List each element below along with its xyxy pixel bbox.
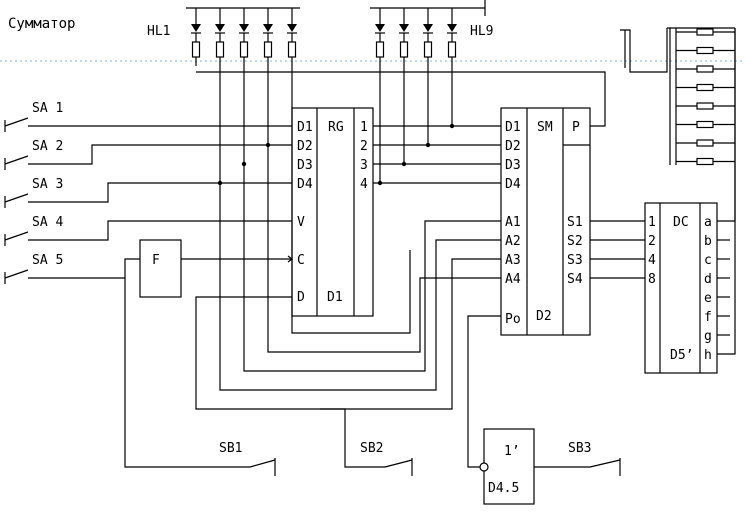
register-out-4: 4 <box>360 177 368 192</box>
adder-in-po: Po <box>505 312 521 327</box>
decoder-in-8: 8 <box>648 272 656 287</box>
switch-label-sa4: SA 4 <box>32 215 63 230</box>
switch-label-sa1: SA 1 <box>32 101 63 116</box>
decoder-in-1: 1 <box>648 215 656 230</box>
register-in-d3: D3 <box>297 158 313 173</box>
switch-label-sa5: SA 5 <box>32 253 63 268</box>
adder-in-a4: A4 <box>505 272 521 287</box>
switch-label-sa2: SA 2 <box>32 139 63 154</box>
decoder-in-4: 4 <box>648 253 656 268</box>
adder-in-d1: D1 <box>505 120 521 135</box>
register-in-v: V <box>297 215 305 230</box>
adder-in-a3: A3 <box>505 253 521 268</box>
register-type: RG <box>328 120 344 135</box>
register-in-d1: D1 <box>297 120 313 135</box>
led-3 <box>239 8 249 66</box>
adder-block: SM D2 P D1 D2 D3 D4 A1 A2 A3 A4 Po S1 S2… <box>500 107 591 336</box>
segment-resistor-3 <box>676 65 735 73</box>
register-out-3: 3 <box>360 158 368 173</box>
adder-in-d4: D4 <box>505 177 521 192</box>
decoder-out-a: a <box>704 215 712 230</box>
decoder-out-e: e <box>704 291 712 306</box>
segment-resistor-2 <box>676 46 735 55</box>
led-5 <box>287 8 297 66</box>
decoder-out-b: b <box>704 234 712 249</box>
adder-in-d3: D3 <box>505 158 521 173</box>
led-7 <box>399 8 409 66</box>
shaper-block: F <box>139 239 293 298</box>
register-out-2: 2 <box>360 139 368 154</box>
schematic-title: Сумматор <box>8 16 75 32</box>
led-2 <box>215 8 225 66</box>
button-label-sb3: SB3 <box>568 441 591 456</box>
button-label-sb2: SB2 <box>360 441 383 456</box>
segment-resistor-8 <box>676 157 735 166</box>
adder-in-d2: D2 <box>505 139 521 154</box>
decoder-out-c: c <box>704 253 712 268</box>
led-bank: HL1 HL9 <box>147 0 493 39</box>
led-1 <box>191 8 201 66</box>
decoder-out-g: g <box>704 329 712 344</box>
inverter-ref: D4.5 <box>488 481 519 496</box>
decoder-out-f: f <box>704 310 712 325</box>
segment-resistor-7 <box>676 139 735 147</box>
register-block: RG D1 D1 D2 D3 D4 V C D 1 2 3 4 <box>291 107 374 317</box>
adder-carry-out: P <box>572 120 580 135</box>
wiring <box>4 27 736 476</box>
button-label-sb1: SB1 <box>219 441 242 456</box>
register-ref: D1 <box>327 290 343 305</box>
segment-resistor-1 <box>676 28 735 36</box>
shaper-label: F <box>152 253 160 268</box>
led-label-first: HL1 <box>147 24 170 39</box>
adder-in-a1: A1 <box>505 215 521 230</box>
inverter-block: 1’ D4.5 <box>479 428 535 505</box>
adder-in-a2: A2 <box>505 234 521 249</box>
adder-ref: D2 <box>536 309 552 324</box>
decoder-block: DC D5’ 1 2 4 8 a b c d e f g h <box>644 202 718 374</box>
decoder-in-2: 2 <box>648 234 656 249</box>
decoder-type: DC <box>673 215 689 230</box>
segment-resistor-5 <box>676 102 735 110</box>
led-group <box>191 8 457 66</box>
resistor-bank <box>676 28 735 166</box>
register-in-d: D <box>297 290 305 305</box>
adder-type: SM <box>537 120 553 135</box>
adder-out-s3: S3 <box>567 253 583 268</box>
led-label-last: HL9 <box>470 24 493 39</box>
led-8 <box>423 8 433 66</box>
register-in-d4: D4 <box>297 177 313 192</box>
inverter-type: 1’ <box>504 444 520 459</box>
register-out-1: 1 <box>360 120 368 135</box>
register-in-d2: D2 <box>297 139 313 154</box>
switch-label-sa3: SA 3 <box>32 177 63 192</box>
decoder-out-d: d <box>704 272 712 287</box>
register-in-c: C <box>297 253 305 268</box>
adder-out-s1: S1 <box>567 215 583 230</box>
segment-resistor-6 <box>676 120 735 129</box>
decoder-ref: D5’ <box>670 348 693 363</box>
adder-out-s4: S4 <box>567 272 583 287</box>
adder-out-s2: S2 <box>567 234 583 249</box>
decoder-out-h: h <box>704 348 712 363</box>
led-6 <box>375 8 385 66</box>
led-9 <box>447 8 457 66</box>
led-4 <box>263 8 273 66</box>
segment-resistor-4 <box>676 83 735 92</box>
